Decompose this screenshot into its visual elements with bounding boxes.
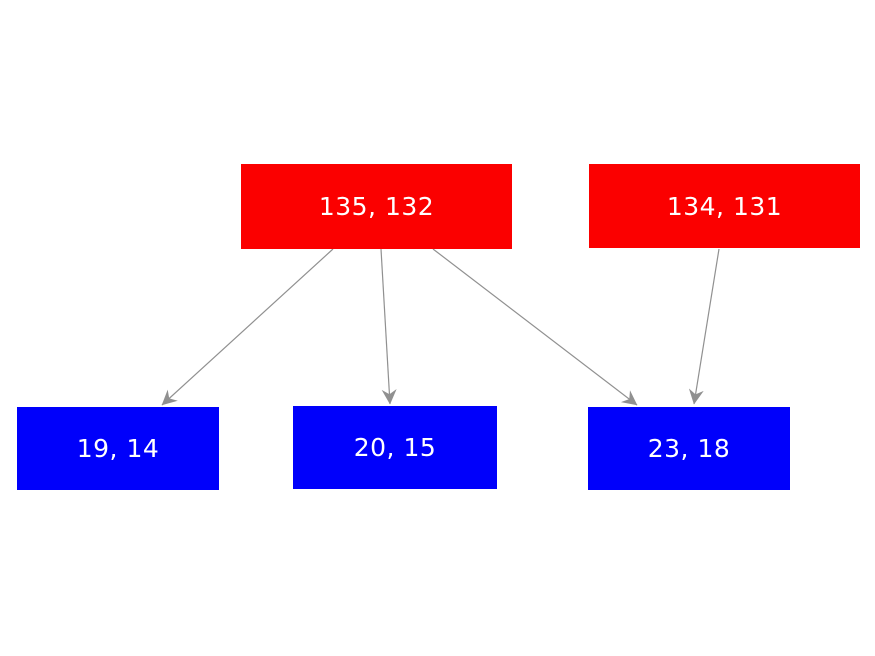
graph-node-child-3[interactable]: 23, 18: [588, 407, 790, 490]
graph-node-parent-1[interactable]: 135, 132: [241, 164, 512, 249]
edge-135-132-to-20-15: [380, 248, 397, 405]
graph-node-parent-2[interactable]: 134, 131: [589, 164, 860, 248]
node-label: 19, 14: [76, 434, 160, 463]
graph-node-child-2[interactable]: 20, 15: [293, 406, 497, 489]
edge-134-131-to-23-18: [688, 248, 720, 405]
node-label: 23, 18: [647, 434, 731, 463]
node-label: 135, 132: [318, 192, 435, 221]
edge-135-132-to-23-18: [432, 248, 638, 406]
node-label: 20, 15: [353, 433, 437, 462]
node-label: 134, 131: [666, 191, 783, 221]
graph-node-child-1[interactable]: 19, 14: [17, 407, 219, 490]
edge-135-132-to-19-14: [161, 248, 334, 406]
